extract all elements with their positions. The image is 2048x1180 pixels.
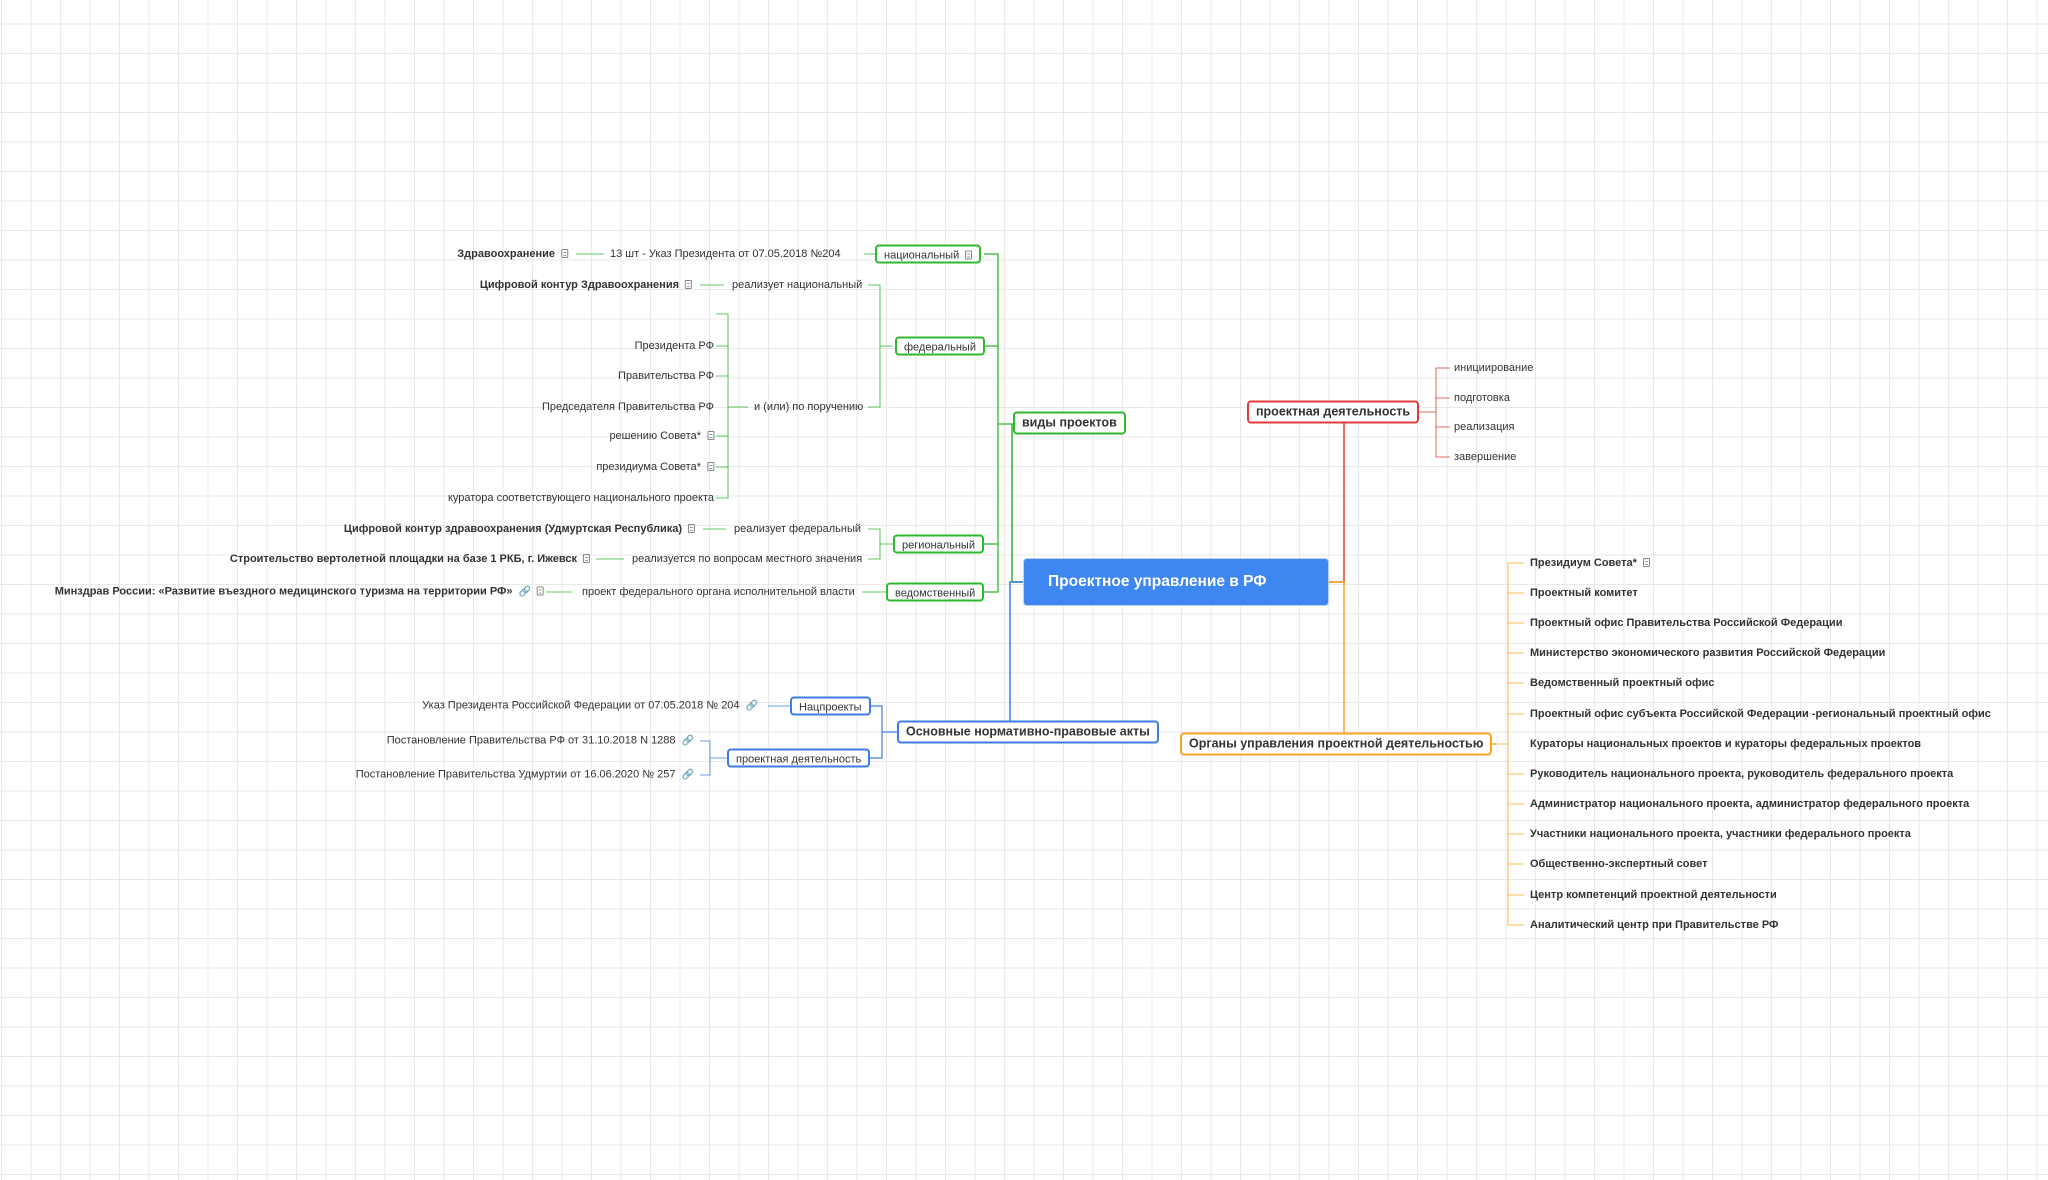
node-body-presidium-label: Президиум Совета*: [1530, 557, 1637, 569]
node-digital-health-circuit[interactable]: Цифровой контур Здравоохранения: [480, 278, 692, 292]
link-icon[interactable]: 🔗: [681, 735, 694, 747]
node-body-expert-council[interactable]: Общественно-экспертный совет: [1530, 858, 1708, 870]
note-icon[interactable]: [688, 524, 695, 533]
link-icon[interactable]: 🔗: [518, 586, 531, 598]
node-federal-implements[interactable]: реализует национальный: [732, 279, 863, 291]
node-helipad-label: Строительство вертолетной площадки на ба…: [229, 553, 577, 565]
node-resolution-1288-label: Постановление Правительства РФ от 31.10.…: [386, 734, 676, 747]
node-decree-204[interactable]: Указ Президента Российской Федерации от …: [422, 699, 758, 714]
note-icon[interactable]: [1642, 558, 1650, 567]
node-order-council[interactable]: решению Совета*: [609, 429, 714, 443]
node-order-president[interactable]: Президента РФ: [634, 340, 714, 352]
node-stage-preparation[interactable]: подготовка: [1454, 392, 1510, 404]
node-helipad[interactable]: Строительство вертолетной площадки на ба…: [230, 552, 590, 566]
link-icon[interactable]: 🔗: [745, 700, 758, 712]
node-national-note[interactable]: 13 шт - Указ Президента от 07.05.2018 №2…: [610, 248, 841, 260]
node-order-curator[interactable]: куратора соответствующего национального …: [447, 492, 714, 504]
note-icon[interactable]: [537, 586, 544, 596]
node-national-label: национальный: [884, 249, 960, 262]
node-project-types[interactable]: виды проектов: [1013, 411, 1126, 435]
node-body-curators[interactable]: Кураторы национальных проектов и куратор…: [1530, 738, 1922, 750]
node-healthcare[interactable]: Здравоохранение: [457, 247, 568, 261]
node-body-heads[interactable]: Руководитель национального проекта, руко…: [1530, 768, 1954, 780]
note-icon[interactable]: [965, 250, 973, 260]
note-icon[interactable]: [707, 462, 714, 471]
node-udmurt-digital-circuit-label: Цифровой контур здравоохранения (Удмуртс…: [343, 523, 682, 535]
node-regional[interactable]: региональный: [893, 534, 984, 554]
note-icon[interactable]: [583, 554, 590, 563]
node-healthcare-label: Здравоохранение: [457, 248, 555, 260]
node-order-council-label: решению Совета*: [609, 430, 701, 442]
node-minzdrav[interactable]: Минздрав России: «Развитие въездного мед…: [55, 585, 544, 600]
node-stage-implementation[interactable]: реализация: [1454, 421, 1515, 433]
node-resolution-257-label: Постановление Правительства Удмуртии от …: [355, 768, 676, 781]
note-icon[interactable]: [561, 249, 568, 258]
node-acts-project-activity[interactable]: проектная деятельность: [727, 748, 871, 768]
node-body-regional-office[interactable]: Проектный офис субъекта Российской Федер…: [1530, 708, 1991, 720]
node-body-participants[interactable]: Участники национального проекта, участни…: [1530, 828, 1911, 840]
node-udmurt-digital-circuit[interactable]: Цифровой контур здравоохранения (Удмуртс…: [344, 522, 695, 536]
node-resolution-257[interactable]: Постановление Правительства Удмуртии от …: [356, 768, 694, 783]
node-federal-order[interactable]: и (или) по поручению: [754, 401, 864, 413]
node-stage-completion[interactable]: завершение: [1454, 451, 1517, 463]
node-body-analytical-center[interactable]: Аналитический центр при Правительстве РФ: [1530, 919, 1779, 931]
node-digital-health-circuit-label: Цифровой контур Здравоохранения: [479, 279, 679, 291]
node-order-presidium[interactable]: президиума Совета*: [596, 460, 714, 474]
node-regional-implements[interactable]: реализует федеральный: [734, 523, 862, 535]
node-resolution-1288[interactable]: Постановление Правительства РФ от 31.10.…: [387, 734, 694, 749]
node-body-ministry[interactable]: Министерство экономического развития Рос…: [1530, 647, 1886, 659]
note-icon[interactable]: [707, 431, 714, 440]
node-body-committee[interactable]: Проектный комитет: [1530, 587, 1638, 599]
node-project-activity[interactable]: проектная деятельность: [1247, 400, 1420, 424]
node-decree-204-label: Указ Президента Российской Федерации от …: [422, 699, 740, 712]
node-body-administrators[interactable]: Администратор национального проекта, адм…: [1530, 798, 1970, 810]
node-body-gov-office[interactable]: Проектный офис Правительства Российской …: [1530, 617, 1843, 629]
node-regional-local[interactable]: реализуется по вопросам местного значени…: [632, 553, 863, 565]
node-order-presidium-label: президиума Совета*: [596, 461, 701, 473]
node-departmental-note[interactable]: проект федерального органа исполнительно…: [582, 586, 855, 598]
node-natsproekty[interactable]: Нацпроекты: [790, 696, 871, 716]
node-federal[interactable]: федеральный: [895, 336, 985, 356]
node-national[interactable]: национальный: [875, 244, 982, 264]
root-node[interactable]: Проектное управление в РФ: [1024, 559, 1328, 605]
link-icon[interactable]: 🔗: [681, 769, 694, 781]
node-governing-bodies[interactable]: Органы управления проектной деятельность…: [1180, 732, 1493, 756]
node-body-competence-center[interactable]: Центр компетенций проектной деятельности: [1530, 889, 1777, 901]
node-order-chairman[interactable]: Председателя Правительства РФ: [541, 401, 714, 413]
node-legal-acts[interactable]: Основные нормативно-правовые акты: [897, 720, 1159, 744]
node-body-presidium[interactable]: Президиум Совета*: [1530, 556, 1650, 570]
node-departmental[interactable]: ведомственный: [886, 582, 985, 602]
node-order-government[interactable]: Правительства РФ: [618, 370, 714, 382]
node-minzdrav-label: Минздрав России: «Развитие въездного мед…: [54, 585, 513, 598]
node-stage-initiation[interactable]: инициирование: [1454, 362, 1534, 374]
note-icon[interactable]: [685, 280, 692, 289]
node-body-dept-office[interactable]: Ведомственный проектный офис: [1530, 677, 1715, 689]
